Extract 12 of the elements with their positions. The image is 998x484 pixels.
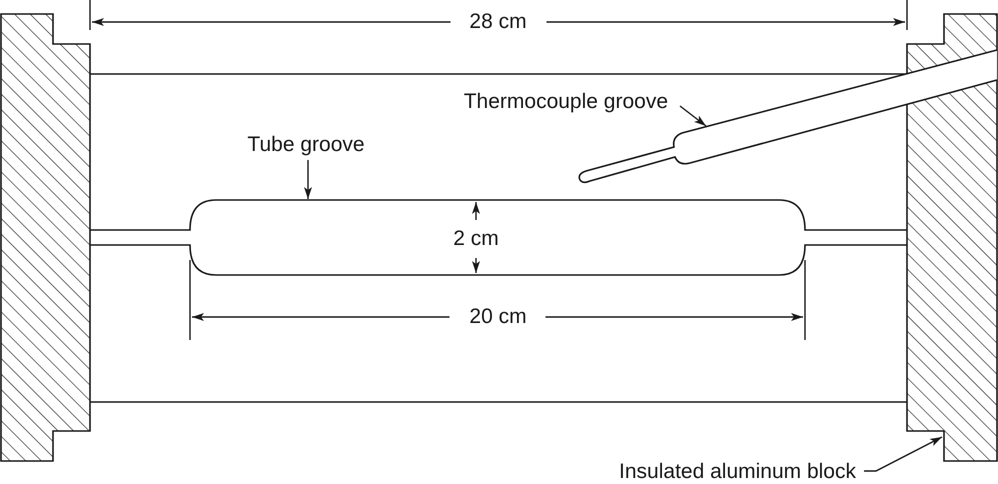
dimension-label: 20 cm bbox=[469, 305, 527, 329]
hatched-block bbox=[906, 13, 998, 462]
callout-label: Insulated aluminum block bbox=[619, 460, 856, 484]
hatched-block bbox=[0, 13, 91, 462]
leader-line bbox=[864, 436, 942, 472]
callout-label: Thermocouple groove bbox=[464, 90, 668, 114]
tube-groove bbox=[89, 199, 908, 276]
leader-line bbox=[304, 160, 312, 199]
callout-label: Tube groove bbox=[247, 133, 365, 157]
dimension-label: 2 cm bbox=[453, 227, 499, 251]
dimension-label: 28 cm bbox=[469, 10, 527, 34]
leader-line bbox=[680, 105, 706, 127]
